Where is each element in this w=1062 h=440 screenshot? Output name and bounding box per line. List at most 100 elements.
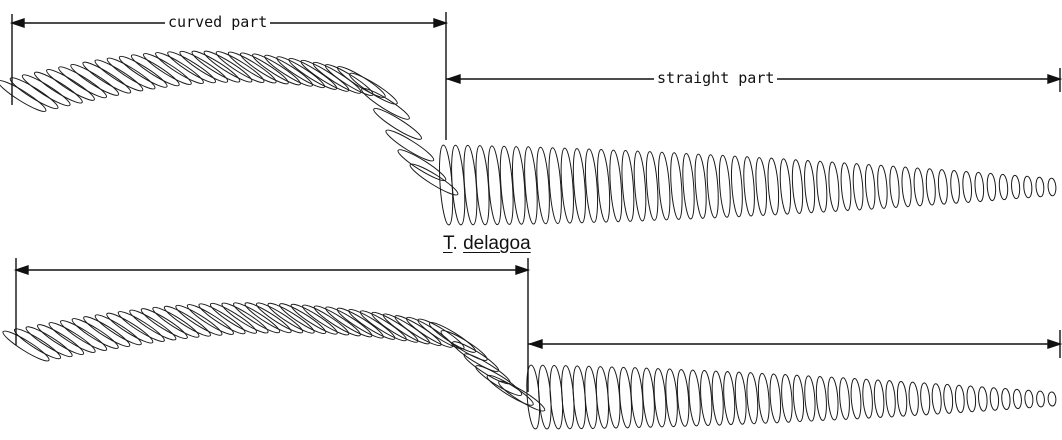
scale-outline [664,369,679,427]
species-separator: . [453,233,464,254]
curved-part-label: curved part [165,13,270,31]
scale-outline [8,74,61,112]
scale-outline [596,149,612,222]
scale-outline [734,372,748,425]
arrowhead-right [1048,75,1060,83]
scale-outline [730,156,744,217]
scale-outline [986,173,996,201]
scale-outline [711,371,725,426]
scale-outline [966,386,976,412]
scale-outline [943,384,954,414]
scale-outline [815,376,828,421]
scale-outline [974,172,984,202]
scale-outline [978,387,988,412]
scale-outline [745,372,759,424]
scale-outline [920,383,931,416]
scale-outline [864,164,876,209]
scale-outline [644,151,659,220]
scale-outline [1023,176,1032,198]
scale-outline [1001,388,1011,410]
scale-outline [669,152,684,219]
scale-outline [889,166,901,208]
scale-outline [803,160,816,213]
scale-outline [999,174,1009,200]
scale-outline [769,374,782,424]
scale-outline [705,154,720,218]
scale-outline [925,168,936,205]
scale-outline [571,148,587,223]
scale-outline [620,150,636,222]
scale-outline [1036,391,1045,407]
scale-outline [950,170,961,203]
dimension-lines [12,12,1060,392]
scale-outline [913,168,924,207]
arrowhead-left [530,340,542,348]
scale-outline [757,373,771,424]
scale-outline [1011,175,1021,199]
scale-outline [681,153,696,219]
scale-outline [652,368,667,427]
scale-outline [791,159,804,213]
scale-outline [1013,389,1022,409]
scale-outline [606,367,622,429]
scale-outline [766,158,780,215]
scale-outline [583,149,599,223]
scale-outline [1047,178,1056,196]
scale-outline [676,369,691,426]
scale-outline [693,154,708,219]
scale-outline [383,126,436,164]
scale-outline [20,71,73,109]
scale-outline [955,385,965,413]
species-label: T. delagoa [443,233,531,255]
straight-part-label: straight part [654,69,777,87]
scale-outline [901,167,913,207]
arrowhead-left [12,19,24,27]
scale-outline [641,368,656,428]
scale-outline [931,383,942,414]
scale-outline [803,376,816,422]
scale-outline [896,381,907,416]
arrowhead-right [516,266,528,274]
top-specimen [0,48,1057,226]
scale-outline [852,163,864,210]
scale-outline [687,370,701,427]
scale-outline [1035,177,1044,197]
arrowhead-left [448,75,460,83]
scale-outline [608,150,624,222]
genus-initial: T [443,233,453,254]
scale-outline [780,374,793,422]
scale-outline [827,162,840,212]
scale-outline [873,380,885,418]
scale-outline [754,157,768,216]
scale-outline [885,380,897,417]
scale-outline [779,159,792,215]
scale-outline [439,327,490,364]
scale-outline [908,382,919,416]
arrowhead-left [16,266,28,274]
scale-outline [657,152,672,220]
scale-outline [559,148,575,224]
scale-outline [862,379,874,419]
scale-outline [962,171,973,203]
scale-outline [32,69,85,107]
scale-outline [1048,392,1057,407]
scale-outline [742,156,756,216]
scale-outline [827,377,840,421]
scale-outline [792,375,805,422]
scale-outline [0,77,48,115]
arrowhead-right [1048,340,1060,348]
scale-outline [722,371,736,425]
scale-outline [840,163,853,211]
scale-outline [632,151,647,222]
scale-outline [1024,390,1033,408]
arrowhead-right [434,19,446,27]
scale-outline [44,66,97,104]
scale-outline [838,377,850,419]
scale-outline [699,370,713,426]
species-epithet: delagoa [463,233,531,254]
scale-outline [718,155,732,218]
scale-outline [990,387,1000,410]
scale-outline [850,378,862,419]
